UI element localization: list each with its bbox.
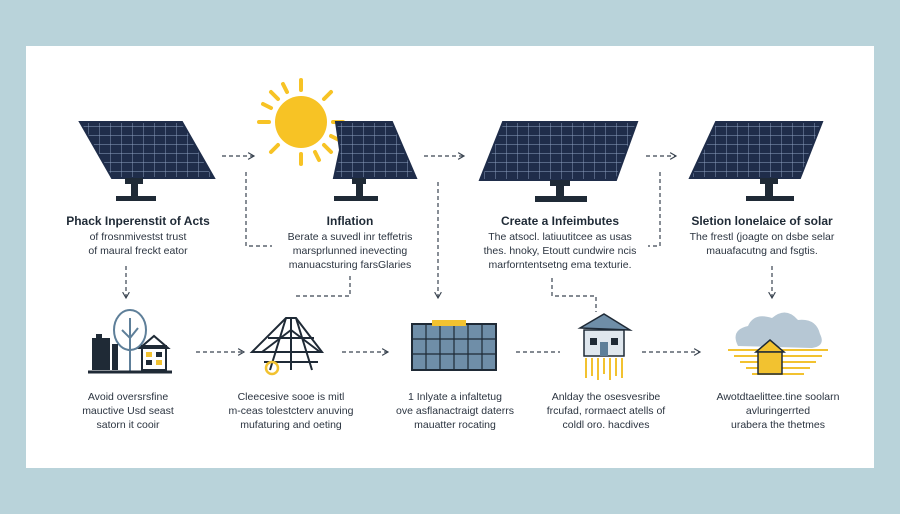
step-text: of frosnmivestst trust [89,231,187,243]
step-text: marforntentsetng ema texturie. [488,259,632,271]
solar-panel-icon [688,121,824,201]
step-title: Create a Infeimbutes [500,214,620,228]
step-text: mufaturing and oeting [240,419,342,431]
solar-panel-icon [478,121,639,202]
step-title: Inflation [326,214,374,228]
step-text: mauctive Usd seast [82,405,174,417]
step-caption: Create a Infeimbutes The atsocl. latiuut… [460,214,660,272]
step-text: marsprlunned inevecting [292,245,408,257]
step-title: Sletion lonelaice of solar [691,214,833,228]
step-text: m-ceas tolestcterv anuving [228,405,354,417]
transmission-tower-icon [249,317,325,376]
step-text: avluringerrted [745,405,811,417]
step-text: Anlday the osesvesribe [551,391,661,403]
step-caption: Sletion lonelaice of solar The frestl (j… [672,214,852,258]
step-text: frcufad, rormaect atells of [546,405,666,417]
step-text: manuacsturing farsGlaries [288,259,412,271]
step-text: thes. hnoky, Etoutt cundwire ncis [483,245,637,257]
step-text: ove asflanactraigt daterrs [396,405,514,417]
step-text: Awotdtaelittee.tine soolarn [716,391,840,403]
step-caption: Cleecesive sooe is mitl m-ceas tolestcte… [206,390,376,432]
step-text: Berate a suvedl inr teffetris [287,231,413,243]
step-title: Phack Inperenstit of Acts [66,214,210,228]
step-text: The atsocl. latiuutitcee as usas [488,231,632,243]
cloud-home-icon [728,312,828,375]
step-text: mauafacutng and fsgtis. [706,245,818,257]
step-text: Cleecesive sooe is mitl [237,391,345,403]
step-caption: Phack Inperenstit of Acts of frosnmivest… [52,214,224,258]
step-text: The frestl (joagte on dsbe selar [689,231,835,243]
step-caption: Avoid oversrsfine mauctive Usd seast sat… [60,390,196,432]
solar-panel-icon [78,121,216,201]
solar-module-icon [411,320,497,371]
step-text: urabera the thetmes [731,419,825,431]
step-text: 1 Inlyate a infaltetug [408,391,502,403]
solar-panel-icon [332,121,418,201]
factory-trees-icon [88,309,172,374]
step-caption: Anlday the osesvesribe frcufad, rormaect… [536,390,676,432]
step-text: mauatter rocating [414,419,496,431]
step-caption: Awotdtaelittee.tine soolarn avluringerrt… [700,390,856,432]
solar-home-icon [577,313,633,380]
connector-lines [122,152,776,356]
step-text: Avoid oversrsfine [87,391,169,403]
step-text: of maural freckt eator [88,245,188,257]
step-text: satorn it cooir [96,419,160,431]
step-caption: 1 Inlyate a infaltetug ove asflanactraig… [380,390,530,432]
step-caption: Inflation Berate a suvedl inr teffetris … [262,214,438,272]
step-text: coldl oro. hacdives [562,419,650,431]
diagram-card [26,46,874,468]
sun-icon [257,78,345,166]
